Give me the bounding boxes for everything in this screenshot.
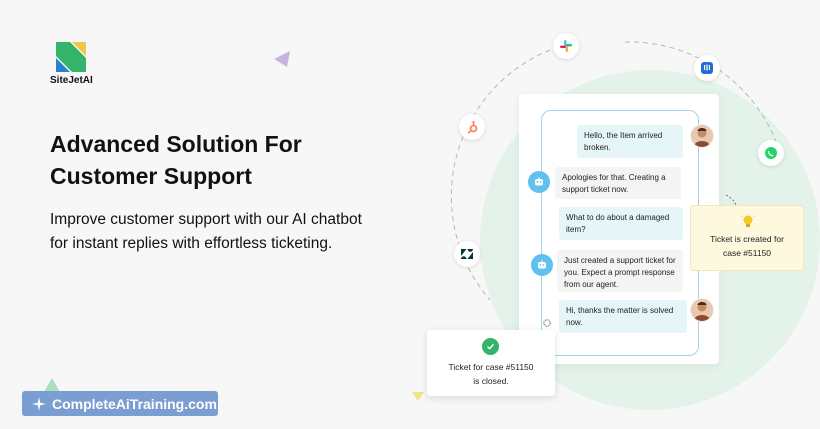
user-avatar <box>690 298 714 322</box>
bot-avatar <box>531 254 553 276</box>
hubspot-icon[interactable] <box>459 114 485 140</box>
sitejet-logo-icon <box>56 42 86 72</box>
check-icon <box>482 338 499 355</box>
ticket-created-line-2: case #51150 <box>722 248 772 258</box>
subline-line-1: Improve customer support with our AI cha… <box>50 211 362 228</box>
gear-icon <box>543 319 551 327</box>
sparkle-icon <box>32 396 46 411</box>
chat-message-bot: Apologies for that. Creating a support t… <box>555 167 681 199</box>
ticket-closed-note: Ticket for case #51150 is closed. <box>427 330 555 396</box>
whatsapp-icon[interactable] <box>758 140 784 166</box>
ticket-created-line-1: Ticket is created for <box>710 234 784 244</box>
chat-message-bot: Just created a support ticket for you. E… <box>557 250 683 292</box>
subline-line-2: for instant replies with effortless tick… <box>50 235 333 252</box>
brand[interactable]: SiteJetAI <box>50 42 120 86</box>
ticket-closed-line-1: Ticket for case #51150 <box>448 362 534 372</box>
slack-icon[interactable] <box>553 33 579 59</box>
intercom-icon-glyph <box>701 62 713 74</box>
headline-line-1: Advanced Solution For <box>50 131 302 157</box>
watermark-text: CompleteAiTraining.com <box>52 395 217 412</box>
ticket-closed-line-2: is closed. <box>473 376 509 386</box>
chat-message-user: Hi, thanks the matter is solved now. <box>559 300 687 333</box>
triangle-decoration <box>412 392 424 401</box>
headline-line-2: Customer Support <box>50 163 252 189</box>
intercom-icon[interactable] <box>694 55 720 81</box>
chat-message-user: What to do about a damaged item? <box>559 207 683 240</box>
user-avatar <box>690 124 714 148</box>
bot-avatar <box>528 171 550 193</box>
page-subtitle: Improve customer support with our AI cha… <box>50 208 425 256</box>
brand-name: SiteJetAI <box>50 75 93 86</box>
triangle-decoration <box>44 378 60 392</box>
zendesk-icon[interactable] <box>454 241 480 267</box>
lightbulb-icon <box>741 214 755 227</box>
zendesk-icon-glyph <box>461 249 473 259</box>
watermark-badge[interactable]: CompleteAiTraining.com <box>22 391 218 416</box>
slack-icon-glyph <box>560 40 572 52</box>
triangle-decoration <box>274 51 290 67</box>
hubspot-icon-glyph <box>467 120 478 134</box>
chat-message-user: Hello, the Item arrived broken. <box>577 125 683 158</box>
ticket-created-note: Ticket is created for case #51150 <box>690 205 804 271</box>
whatsapp-icon-glyph <box>765 147 777 159</box>
page-title: Advanced Solution For Customer Support <box>50 128 380 192</box>
